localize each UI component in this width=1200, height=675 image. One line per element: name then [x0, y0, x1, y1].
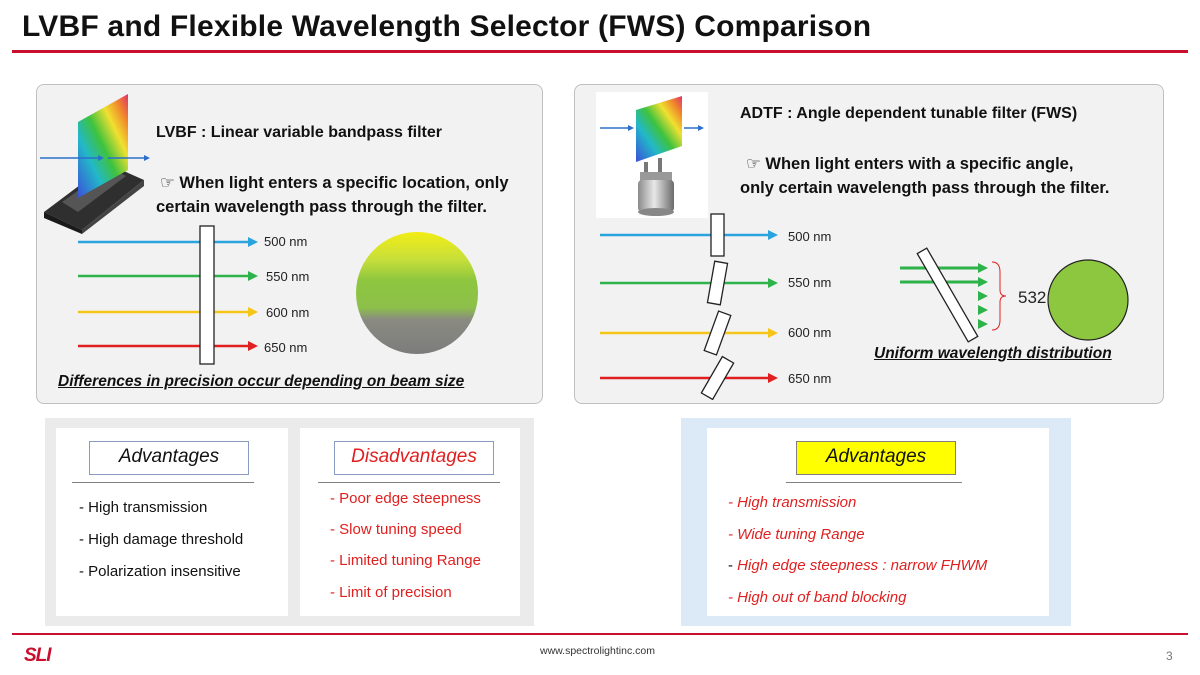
lvbf-label-650nm: 650 nm	[264, 340, 308, 355]
page-number: 3	[1166, 649, 1173, 663]
adtf-description-line2: only certain wavelength pass through the…	[740, 179, 1110, 197]
adtf-caption: Uniform wavelength distribution	[874, 345, 1112, 362]
page-title: LVBF and Flexible Wavelength Selector (F…	[22, 10, 872, 43]
adtf-label-500nm: 500 nm	[788, 229, 832, 244]
lvbf-beam-spot	[356, 232, 478, 354]
sli-logo: SLI	[24, 645, 52, 666]
footer-divider	[12, 633, 1188, 635]
lvbf-disadvantages-divider	[318, 482, 500, 483]
lvbf-disadvantage-item: - Slow tuning speed	[330, 521, 462, 538]
lvbf-heading: LVBF : Linear variable bandpass filter	[156, 124, 442, 141]
adtf-filter-20deg	[703, 310, 732, 356]
adtf-beam-spot	[1047, 259, 1129, 341]
lvbf-advantages-divider	[72, 482, 254, 483]
adtf-filter-0deg	[710, 213, 725, 257]
footer-url: www.spectrolightinc.com	[540, 645, 655, 657]
fws-advantages-divider	[786, 482, 962, 483]
adtf-tilted-filter	[916, 247, 979, 343]
adtf-multibeam-diagram	[900, 247, 1007, 343]
adtf-spot-wavelength: 532	[1018, 288, 1047, 307]
fws-advantage-dash: -	[728, 557, 738, 574]
fws-advantage-item: - Wide tuning Range	[728, 526, 865, 543]
lvbf-disadvantages-label: Disadvantages	[334, 441, 494, 475]
adtf-description-line1: ☞ When light enters with a specific angl…	[746, 155, 1074, 173]
lvbf-advantage-item: - Polarization insensitive	[79, 563, 241, 580]
adtf-label-650nm: 650 nm	[788, 371, 832, 386]
lvbf-advantages-label: Advantages	[89, 441, 249, 475]
fws-advantage-text: High edge steepness : narrow FHWM	[737, 557, 988, 574]
adtf-label-600nm: 600 nm	[788, 325, 832, 340]
adtf-beam-diagram	[600, 213, 778, 400]
lvbf-description-line2: certain wavelength pass through the filt…	[156, 198, 487, 216]
lvbf-disadvantage-item: - Limit of precision	[330, 584, 452, 601]
lvbf-advantage-item: - High damage threshold	[79, 531, 244, 548]
lvbf-beam-diagram	[78, 225, 258, 365]
fws-advantages-label: Advantages	[796, 441, 956, 475]
lvbf-filter-bar	[199, 225, 215, 365]
lvbf-description-line1: ☞ When light enters a specific location,…	[160, 174, 509, 192]
lvbf-label-550nm: 550 nm	[266, 269, 310, 284]
lvbf-label-600nm: 600 nm	[266, 305, 310, 320]
lvbf-label-500nm: 500 nm	[264, 234, 308, 249]
lvbf-caption: Differences in precision occur depending…	[58, 373, 465, 390]
lvbf-device-illustration	[40, 94, 150, 234]
lvbf-advantage-item: - High transmission	[79, 499, 208, 516]
title-divider	[12, 50, 1188, 53]
adtf-filter-30deg	[700, 355, 735, 400]
lvbf-disadvantage-item: - Limited tuning Range	[330, 552, 481, 569]
fws-advantage-item: - High edge steepness : narrow FHWM	[728, 557, 987, 574]
grouping-brace	[991, 261, 1007, 331]
adtf-heading: ADTF : Angle dependent tunable filter (F…	[740, 105, 1078, 122]
fws-advantage-item: - High transmission	[728, 494, 857, 511]
fws-advantage-item: - High out of band blocking	[728, 589, 907, 606]
adtf-label-550nm: 550 nm	[788, 275, 832, 290]
adtf-filter-10deg	[706, 260, 729, 306]
adtf-device-illustration	[596, 92, 708, 218]
lvbf-disadvantage-item: - Poor edge steepness	[330, 490, 481, 507]
